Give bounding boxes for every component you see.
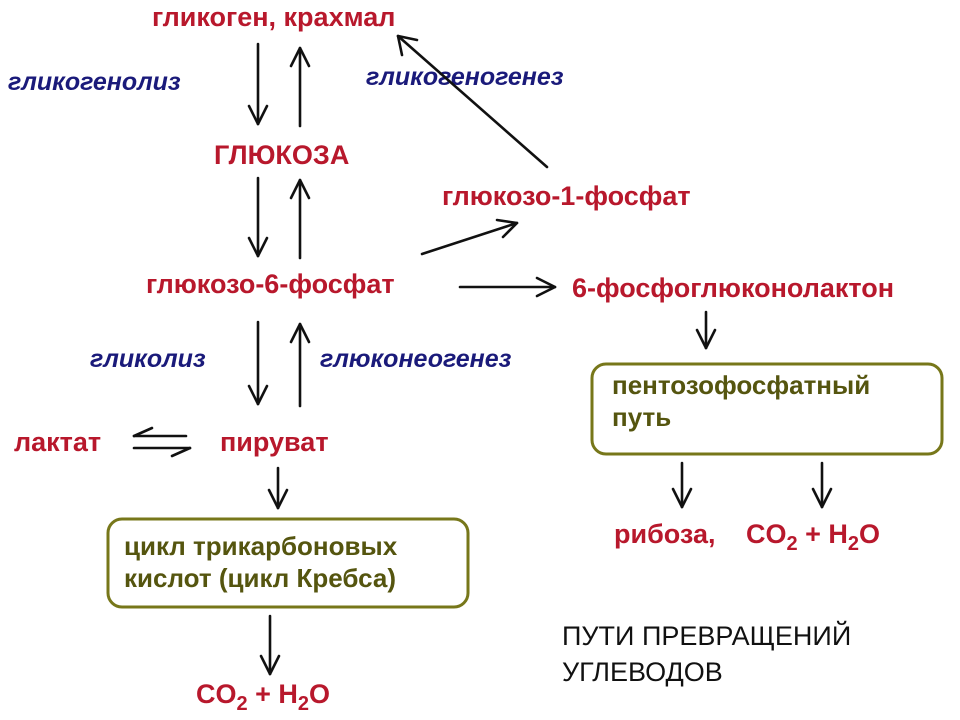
caption-line2: УГЛЕВОДОВ: [562, 657, 723, 687]
node-glucose-1-phosphate: глюкозо-1-фосфат: [442, 181, 691, 211]
node-glucose: ГЛЮКОЗА: [214, 140, 349, 170]
co2-label: CO: [746, 519, 787, 549]
arrow-head: [535, 276, 557, 298]
arrow-g1p-to-glycogen: [396, 34, 549, 169]
arrow-half-head: [132, 426, 154, 438]
node-ribose: рибоза,: [614, 519, 716, 549]
products-krebs: CO2 + H2O: [196, 679, 330, 715]
node-lactate: лактат: [14, 427, 101, 457]
node-glycogen-starch: гликоген, крахмал: [152, 2, 395, 32]
node-glucose-6-phosphate: глюкозо-6-фосфат: [146, 269, 395, 299]
arrow-head: [267, 488, 289, 510]
krebs-cycle-box: [106, 517, 470, 609]
pentose-box-line2: путь: [612, 402, 671, 432]
plus-h-label: + H: [248, 679, 298, 709]
krebs-box-line1: цикл трикарбоновых: [124, 531, 398, 561]
products-pentose: CO2 + H2O: [746, 519, 880, 555]
arrow-head: [811, 487, 833, 509]
process-glycolysis: гликолиз: [90, 345, 206, 373]
subscript-2: 2: [787, 533, 798, 555]
node-pyruvate: пируват: [220, 427, 329, 457]
arrow-head: [247, 236, 269, 258]
arrow-head: [289, 322, 311, 344]
subscript-2: 2: [237, 693, 248, 715]
node-phosphogluconolactone: 6-фосфоглюконолактон: [572, 273, 894, 303]
arrow-head: [247, 384, 269, 406]
arrow-g6p-to-g1p: [420, 221, 519, 256]
co2-label: CO: [196, 679, 237, 709]
arrow-head: [495, 218, 519, 239]
arrow-head: [671, 487, 693, 509]
process-glycogenesis: гликогеногенез: [366, 63, 564, 91]
subscript-2: 2: [298, 693, 309, 715]
arrow-head: [695, 328, 717, 350]
pentose-box-line1: пентозофосфатный: [612, 370, 870, 400]
o-label: O: [309, 679, 330, 709]
caption-line1: ПУТИ ПРЕВРАЩЕНИЙ: [562, 620, 851, 651]
arrow-head: [396, 34, 419, 57]
plus-h-label: + H: [798, 519, 848, 549]
o-label: O: [859, 519, 880, 549]
arrow-head: [289, 178, 311, 200]
process-gluconeogenesis: глюконеогенез: [320, 345, 512, 373]
arrow-head: [289, 46, 311, 68]
krebs-box-line2: кислот (цикл Кребса): [124, 563, 396, 593]
pentose-phosphate-box: [590, 362, 944, 456]
arrow-half-head: [170, 446, 192, 458]
subscript-2: 2: [848, 533, 859, 555]
process-glycogenolysis: гликогенолиз: [8, 68, 181, 96]
arrow-head: [259, 654, 281, 676]
arrow-head: [247, 104, 269, 126]
